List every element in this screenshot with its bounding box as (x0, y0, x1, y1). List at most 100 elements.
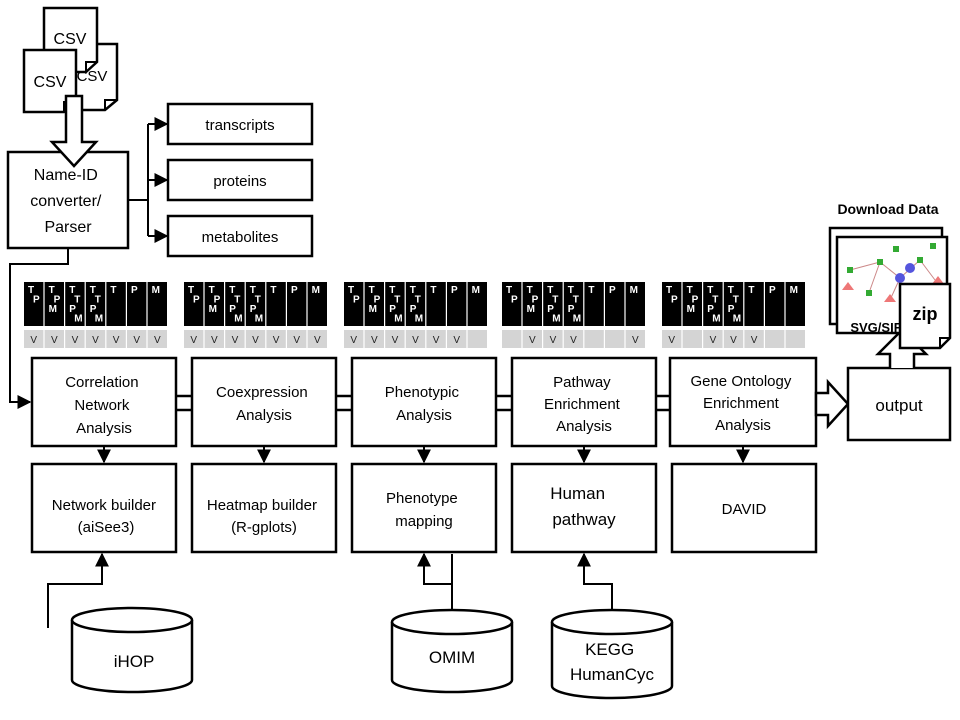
svg-text:OMIM: OMIM (429, 648, 475, 667)
analysis-box-coexpression: Coexpression Analysis (190, 356, 338, 448)
cell-header (266, 282, 286, 326)
cell-mark-box (744, 330, 764, 348)
cell-mark: V (392, 335, 399, 346)
output-box (846, 366, 952, 442)
cell-header (385, 282, 405, 326)
cell-header (785, 282, 805, 326)
cell-mark-box (245, 330, 266, 348)
cell-header (543, 282, 563, 326)
svg-text:Coexpression Analysis: Coexpression Analysis (216, 384, 312, 424)
analysis-connectors (176, 394, 670, 412)
cell-header-label: P (769, 285, 776, 296)
cell-mark-box (184, 330, 204, 348)
cell-header (127, 282, 147, 326)
cell-mark-box (204, 330, 224, 348)
cell-mark-box (662, 330, 682, 348)
cell-mark-box (447, 330, 467, 348)
cell-mark-box (44, 330, 64, 348)
download-title: Download Data (837, 201, 938, 217)
cell-header (184, 282, 204, 326)
cell-header (605, 282, 625, 326)
cell-header (44, 282, 64, 326)
svg-text:Phenotypic Analysis: Phenotypic Analysis (385, 384, 463, 424)
cell-mark-box (405, 330, 426, 348)
analysis-box-phenotypic: Phenotypic Analysis (350, 356, 498, 448)
cell-header (467, 282, 487, 326)
cell-mark-box (605, 330, 625, 348)
cell-mark: V (710, 335, 717, 346)
cell-header (204, 282, 224, 326)
zip-file-icon: zip (898, 282, 952, 350)
network-graph-icon (842, 243, 944, 302)
cell-mark: V (293, 335, 300, 346)
svg-text:Human pathway: Human pathway (550, 484, 616, 529)
cell-mark-box (584, 330, 604, 348)
cell-mark-box (385, 330, 405, 348)
cell-header-label: M (790, 285, 798, 296)
cell-mark-box (765, 330, 785, 348)
svg-text:Heatmap builder (R-gplot: Heatmap builder (R-gplots) (207, 497, 321, 536)
svg-text:Network builder (aiSee3): Network builder (aiSee3) (52, 497, 160, 536)
kegg-connector (577, 552, 613, 612)
input-arrow (49, 94, 99, 168)
cell-header (147, 282, 167, 326)
analysis-box-correlation: Correlation Network Analysis (30, 356, 178, 448)
tool-box-network-builder: Network builder (aiSee3) (30, 462, 178, 554)
cell-mark-box (364, 330, 384, 348)
cell-header (85, 282, 106, 326)
cell-mark: V (273, 335, 280, 346)
cell-header (502, 282, 522, 326)
cell-header (245, 282, 266, 326)
csv-label-2: CSV (34, 74, 67, 91)
cell-mark-box (785, 330, 805, 348)
transcripts-box (166, 102, 314, 146)
cell-header-label: P (451, 285, 458, 296)
cell-mark-box (625, 330, 645, 348)
cell-header-label: P (291, 285, 298, 296)
cell-header (24, 282, 44, 326)
cell-mark-box (344, 330, 364, 348)
cell-mark-box (287, 330, 307, 348)
cell-mark-box (426, 330, 446, 348)
parser-label: Name-ID converter/ Parser (30, 167, 106, 236)
cell-mark: V (433, 335, 440, 346)
database-cylinder-kegg-humancyc: KEGG HumanCyc (550, 608, 674, 700)
cell-header-label: T (110, 285, 116, 296)
cell-header (723, 282, 744, 326)
cell-header (703, 282, 723, 326)
cell-header (106, 282, 126, 326)
svg-text:Gene Ontology Enrichment: Gene Ontology Enrichment Analysis (690, 373, 795, 434)
to-output-arrow (814, 378, 850, 430)
cell-mark: V (550, 335, 557, 346)
cell-mark: V (730, 335, 737, 346)
cell-mark: V (412, 335, 419, 346)
cell-header-label: M (152, 285, 160, 296)
cell-header-label: M (472, 285, 480, 296)
analysis-box-pathway: Pathway Enrichment Analysis (510, 356, 658, 448)
cell-header (682, 282, 702, 326)
cell-mark-box (106, 330, 126, 348)
cell-mark: V (570, 335, 577, 346)
cell-header (344, 282, 364, 326)
cell-header-label: P (609, 285, 616, 296)
cell-mark-box (85, 330, 106, 348)
cell-mark: V (350, 335, 357, 346)
omim-connector (417, 552, 453, 612)
metabolites-box (166, 214, 314, 258)
